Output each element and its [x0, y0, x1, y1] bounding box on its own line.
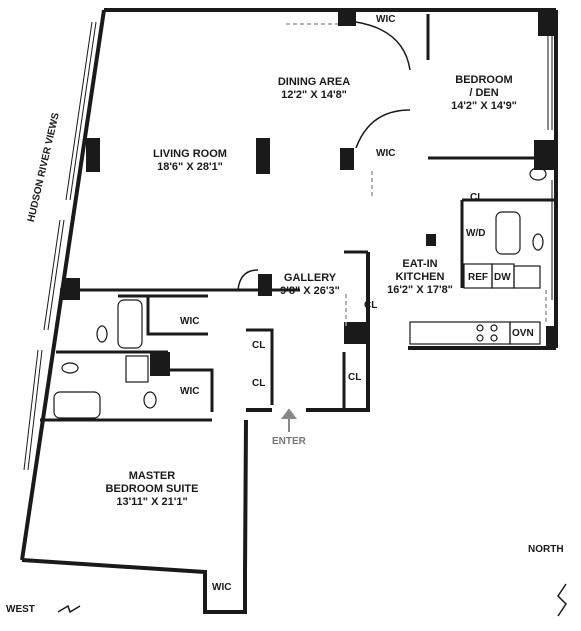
kitchen-name: EAT-IN	[402, 258, 438, 270]
north-marker	[557, 583, 567, 617]
sink	[143, 391, 157, 409]
closet-label: CL	[470, 192, 484, 203]
bedroom-name-2: / DEN	[469, 87, 499, 99]
closet-label: CL	[348, 372, 362, 383]
living-room-dims: 18'6" X 28'1"	[157, 161, 223, 173]
kitchen-label: EAT-IN KITCHEN 16'2" X 17'8"	[370, 258, 470, 297]
toilet	[61, 362, 79, 374]
column	[546, 326, 556, 348]
wic-label: WIC	[376, 148, 396, 159]
oven-label: OVN	[512, 328, 534, 339]
sink	[529, 167, 547, 181]
column	[150, 352, 170, 376]
living-room-label: LIVING ROOM 18'6" X 28'1"	[130, 148, 250, 174]
washer-dryer-label: W/D	[466, 228, 486, 239]
closet-label: CL	[252, 378, 266, 389]
west-label: WEST	[6, 604, 35, 615]
column	[426, 234, 436, 246]
kitchen-name-2: KITCHEN	[395, 271, 445, 283]
gallery-dims: 9'8" X 26'3"	[280, 285, 340, 297]
refrigerator-label: REF	[468, 272, 488, 283]
enter-label: ENTER	[272, 436, 306, 447]
toilet	[96, 325, 108, 343]
wic-label: WIC	[212, 582, 232, 593]
wic-label: WIC	[180, 316, 200, 327]
window	[27, 349, 43, 471]
enter-arrowhead	[281, 408, 297, 419]
wic-wall-2	[168, 368, 214, 412]
west-marker	[57, 604, 81, 614]
kitchen-dims: 16'2" X 17'8"	[387, 284, 453, 296]
wic-label: WIC	[376, 14, 396, 25]
closet-label: CL	[364, 300, 378, 311]
column	[256, 138, 270, 174]
closet-label: CL	[252, 340, 266, 351]
dining-area-label: DINING AREA 12'2" X 14'8"	[254, 76, 374, 102]
bedroom-dims: 14'2" X 14'9"	[451, 100, 517, 112]
column	[62, 278, 80, 300]
master-dims: 13'11" X 21'1"	[116, 496, 188, 508]
gallery-label: GALLERY 9'8" X 26'3"	[270, 272, 350, 298]
burner	[476, 324, 484, 332]
shower	[125, 355, 149, 383]
living-room-name: LIVING ROOM	[153, 148, 227, 160]
burner	[490, 324, 498, 332]
column	[534, 140, 556, 170]
bedroom-den-label: BEDROOM / DEN 14'2" X 14'9"	[436, 74, 532, 113]
bedroom-name: BEDROOM	[455, 74, 513, 86]
master-name-2: BEDROOM SUITE	[105, 483, 199, 495]
dishwasher-label: DW	[494, 272, 511, 283]
oven	[509, 321, 541, 345]
north-label: NORTH	[528, 544, 564, 555]
gallery-name: GALLERY	[283, 272, 337, 284]
master-name: MASTER	[128, 470, 176, 482]
bathtub	[495, 211, 521, 255]
column	[340, 148, 354, 170]
dining-area-name: DINING AREA	[277, 76, 351, 88]
window	[69, 21, 97, 201]
bathtub	[117, 299, 143, 349]
window	[43, 219, 61, 331]
window	[47, 219, 65, 331]
closet-wall-1	[246, 328, 274, 405]
window	[23, 349, 39, 471]
burner	[490, 334, 498, 342]
column	[258, 274, 272, 296]
dining-area-dims: 12'2" X 14'8"	[281, 89, 347, 101]
kitchen-sink	[513, 265, 541, 289]
column	[538, 10, 556, 36]
door-arc	[355, 109, 411, 149]
gallery-east-wall	[306, 252, 370, 412]
window	[65, 21, 93, 201]
door-arc	[237, 269, 259, 291]
burner	[476, 334, 484, 342]
door-arc	[355, 21, 411, 71]
toilet	[532, 233, 544, 251]
exterior-wall-south	[21, 419, 248, 614]
wic-wall-1	[146, 296, 208, 336]
column	[344, 322, 368, 344]
bathtub	[53, 391, 101, 419]
column	[86, 138, 100, 172]
master-bedroom-label: MASTER BEDROOM SUITE 13'11" X 21'1"	[92, 470, 212, 509]
wic-label: WIC	[180, 386, 200, 397]
column	[338, 10, 356, 26]
